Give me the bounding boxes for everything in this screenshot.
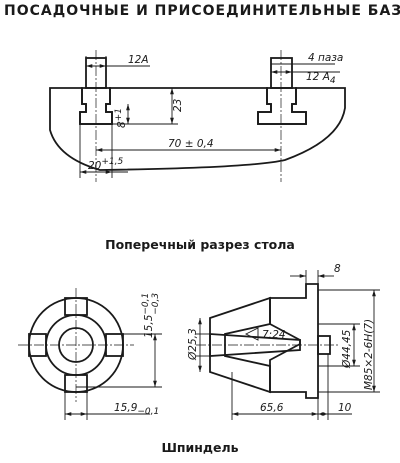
dim-bottom-width: 20+1,5 <box>88 157 124 172</box>
dim-depth-23: 23 <box>172 99 184 112</box>
spindle-side-section: 7:24 Ø25,3 Ø44,45 M85×2-6H(7) 8 <box>187 263 380 420</box>
page-title: ПОСАДОЧНЫЕ И ПРИСОЕДИНИТЕЛЬНЫЕ БАЗЫ <box>4 3 400 19</box>
spindle-section-caption: Шпиндель <box>161 440 239 455</box>
spindle-bore <box>209 333 301 357</box>
dim-key-width: 15,9−0,1 <box>114 402 159 417</box>
slot-neck-right <box>270 57 293 89</box>
dim-len-65: 65,6 <box>260 402 284 414</box>
dim-spacing: 70 ± 0,4 <box>168 138 214 150</box>
table-body <box>49 87 346 171</box>
dim-slot-width-2: 12 A4 <box>306 71 336 86</box>
table-cross-section: 12A 4 паза 12 A4 23 8+1 70 ± 0,4 20+1,5 <box>49 50 346 182</box>
spindle-flange <box>269 283 319 399</box>
dim-thread: M85×2-6H(7) <box>363 319 375 390</box>
dim-taper: 7:24 <box>262 329 286 341</box>
dim-len-10: 10 <box>338 402 352 414</box>
dim-diam-25: Ø25,3 <box>187 328 199 361</box>
spindle-end-view: 15,5−0,1−0,3 15,9−0,1 <box>18 288 162 420</box>
dim-top-8: 8 <box>334 263 341 275</box>
dim-diam-44: Ø44,45 <box>341 329 353 369</box>
dim-key-offset: 15,5−0,1−0,3 <box>141 293 161 338</box>
dim-depth-8: 8+1 <box>114 108 128 128</box>
dim-slot-count: 4 паза <box>308 52 343 64</box>
spindle-shaft <box>209 296 271 394</box>
table-section-caption: Поперечный разрез стола <box>105 237 295 252</box>
dim-slot-width: 12A <box>128 54 149 66</box>
t-slot-right <box>257 87 307 125</box>
